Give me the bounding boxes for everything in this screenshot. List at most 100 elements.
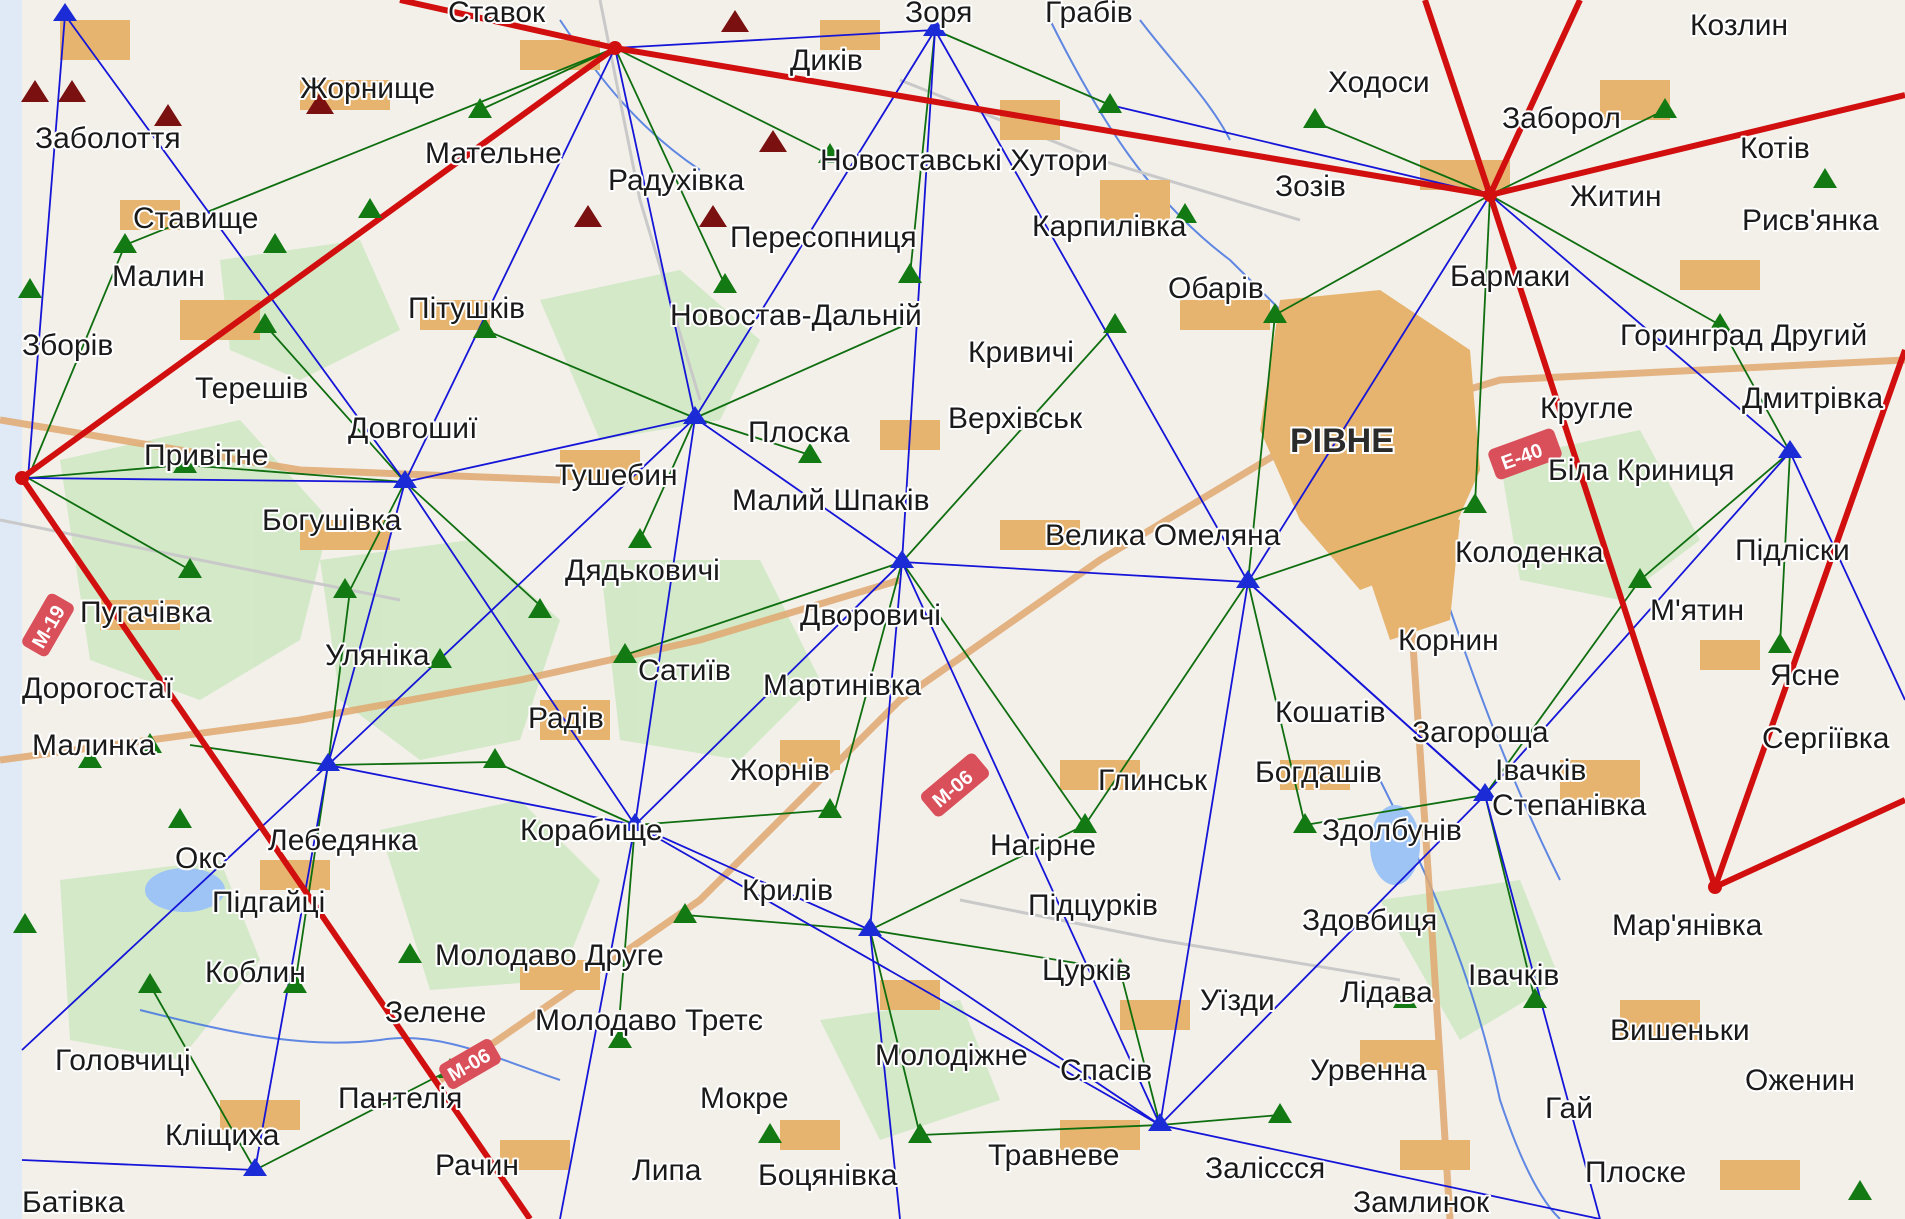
station-marker[interactable] — [468, 98, 492, 118]
station-marker[interactable] — [1108, 958, 1132, 978]
place-label[interactable]: Кошатів — [1273, 694, 1388, 731]
place-label[interactable]: Козлин — [1688, 7, 1790, 44]
place-label[interactable]: Нагірне — [988, 827, 1098, 864]
place-label[interactable]: Липа — [630, 1152, 704, 1189]
station-marker[interactable] — [1103, 313, 1127, 333]
station-marker[interactable] — [923, 18, 947, 36]
place-label[interactable]: Верхівськ — [946, 400, 1085, 437]
place-label[interactable]: Колоденка — [1453, 534, 1606, 571]
place-label[interactable]: Гай — [1543, 1090, 1595, 1127]
place-label[interactable]: Уїзди — [1198, 982, 1277, 1019]
station-marker[interactable] — [613, 643, 637, 663]
station-marker[interactable] — [1463, 493, 1487, 513]
station-marker[interactable] — [428, 648, 452, 668]
place-label[interactable]: Малий Шпаків — [730, 482, 932, 519]
place-label[interactable]: Лебедянка — [266, 822, 420, 859]
place-label[interactable]: Окс — [173, 840, 229, 877]
station-marker[interactable] — [398, 943, 422, 963]
place-label[interactable]: Зборів — [20, 327, 115, 364]
place-label[interactable]: Лідава — [1338, 974, 1435, 1011]
station-marker[interactable] — [1293, 813, 1317, 833]
station-marker[interactable] — [1098, 93, 1122, 113]
place-label[interactable]: Мар'янівка — [1610, 907, 1765, 944]
station-marker[interactable] — [1768, 633, 1792, 653]
station-marker[interactable] — [1778, 440, 1802, 458]
station-marker[interactable] — [78, 748, 102, 768]
place-label[interactable]: Плоске — [1583, 1154, 1688, 1191]
station-marker[interactable] — [798, 443, 822, 463]
place-label[interactable]: Велика Омеляна — [1043, 517, 1283, 554]
place-label[interactable]: Сатиїв — [636, 652, 733, 689]
place-label[interactable]: Уляніка — [323, 637, 432, 674]
place-label[interactable]: Пугачівка — [78, 594, 214, 631]
place-label[interactable]: Зелене — [383, 994, 488, 1031]
place-label[interactable]: Здовбиця — [1300, 902, 1439, 939]
place-label[interactable]: Зозів — [1273, 168, 1348, 205]
place-label[interactable]: Заборол — [1500, 100, 1623, 137]
place-label[interactable]: Замлинок — [1351, 1184, 1492, 1219]
place-label[interactable]: Мокре — [698, 1080, 791, 1117]
place-label[interactable]: Головчиці — [53, 1042, 193, 1079]
station-marker[interactable] — [699, 205, 727, 227]
station-marker[interactable] — [759, 130, 787, 152]
station-marker[interactable] — [138, 733, 162, 753]
station-marker[interactable] — [263, 233, 287, 253]
station-marker[interactable] — [1628, 568, 1652, 588]
main-station-marker[interactable] — [608, 41, 622, 55]
place-label[interactable]: Молодаво Друге — [433, 937, 666, 974]
place-label[interactable]: Біла Криниця — [1546, 452, 1737, 489]
place-label[interactable]: Пантелія — [336, 1080, 464, 1117]
place-label[interactable]: Довгошиї — [346, 410, 480, 447]
place-label[interactable]: Радів — [526, 700, 606, 737]
place-label[interactable]: Дядьковичі — [563, 552, 722, 589]
station-marker[interactable] — [623, 813, 647, 831]
station-marker[interactable] — [21, 80, 49, 102]
place-label[interactable]: Пересопниця — [728, 219, 919, 256]
place-label[interactable]: Підцурків — [1026, 887, 1160, 924]
station-marker[interactable] — [168, 808, 192, 828]
station-marker[interactable] — [1813, 168, 1837, 188]
place-label[interactable]: Карпилівка — [1030, 208, 1189, 245]
station-marker[interactable] — [173, 453, 197, 473]
place-label[interactable]: Підліски — [1733, 532, 1852, 569]
place-label[interactable]: Кліщиха — [163, 1117, 282, 1154]
station-marker[interactable] — [898, 263, 922, 283]
place-label[interactable]: Пітушків — [406, 290, 527, 327]
place-label[interactable]: Глинськ — [1096, 762, 1210, 799]
place-label[interactable]: Бармаки — [1448, 258, 1572, 295]
place-label[interactable]: Дмитрівка — [1740, 380, 1886, 417]
station-marker[interactable] — [818, 143, 842, 163]
station-marker[interactable] — [1303, 108, 1327, 128]
station-marker[interactable] — [253, 313, 277, 333]
place-label[interactable]: Плоска — [746, 414, 852, 451]
place-label[interactable]: Кривичі — [966, 334, 1076, 371]
place-label[interactable]: Новостав-Дальній — [668, 297, 924, 334]
station-marker[interactable] — [1268, 1103, 1292, 1123]
station-marker[interactable] — [858, 918, 882, 936]
place-label[interactable]: Мартинівка — [761, 667, 923, 704]
place-label[interactable]: Підгайці — [210, 884, 327, 921]
place-label[interactable]: Корнин — [1396, 622, 1501, 659]
place-label[interactable]: Івачків — [1466, 957, 1561, 994]
place-label[interactable]: Спасів — [1058, 1052, 1154, 1089]
place-label[interactable]: Богдашів — [1253, 754, 1384, 791]
place-label[interactable]: Івачків — [1493, 752, 1588, 789]
station-marker[interactable] — [574, 205, 602, 227]
station-marker[interactable] — [13, 913, 37, 933]
place-label[interactable]: Терешів — [193, 370, 310, 407]
station-marker[interactable] — [673, 903, 697, 923]
station-marker[interactable] — [1708, 313, 1732, 333]
station-marker[interactable] — [306, 92, 334, 114]
place-label[interactable]: Мательне — [423, 135, 564, 172]
place-label[interactable]: Боцянівка — [756, 1157, 900, 1194]
place-label[interactable]: Батівка — [20, 1184, 127, 1219]
place-label[interactable]: Ходоси — [1326, 64, 1432, 101]
place-label[interactable]: Кругле — [1538, 390, 1635, 427]
place-label[interactable]: Малин — [110, 258, 207, 295]
station-marker[interactable] — [758, 1123, 782, 1143]
place-label[interactable]: Молодаво Третє — [533, 1002, 765, 1039]
place-label[interactable]: Оженин — [1743, 1062, 1857, 1099]
station-marker[interactable] — [393, 470, 417, 488]
station-marker[interactable] — [683, 406, 707, 424]
station-marker[interactable] — [333, 578, 357, 598]
